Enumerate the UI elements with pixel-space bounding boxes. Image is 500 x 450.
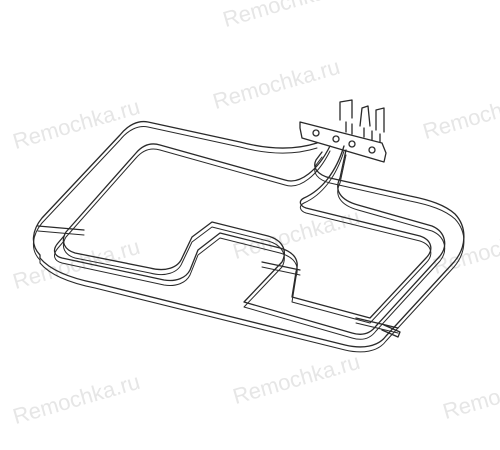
middle-loop [62, 143, 446, 335]
right-crossbar-edge [355, 322, 399, 334]
center-crossbar [261, 261, 301, 271]
terminal-pin [345, 121, 381, 143]
outer-loop-edge [33, 126, 465, 353]
right-crossbar [355, 317, 399, 329]
plate-hole [332, 135, 340, 143]
plate-hole [312, 129, 320, 137]
probe-tip [381, 324, 401, 338]
left-crossbar [37, 225, 85, 231]
plate-hole [348, 140, 356, 148]
middle-loop-edge [62, 148, 446, 340]
mounting-plate [299, 121, 387, 163]
terminal-pin [375, 107, 385, 133]
terminal-pin [339, 99, 353, 121]
left-crossbar-edge [37, 230, 85, 236]
terminal-pin [359, 105, 371, 127]
center-crossbar-edge [261, 266, 301, 276]
plate-hole [368, 146, 376, 154]
outer-loop [32, 120, 465, 348]
inner-loop-edge [54, 150, 432, 324]
inner-loop [53, 145, 432, 319]
terminal-bracket [299, 99, 387, 163]
heating-tube [32, 120, 465, 353]
